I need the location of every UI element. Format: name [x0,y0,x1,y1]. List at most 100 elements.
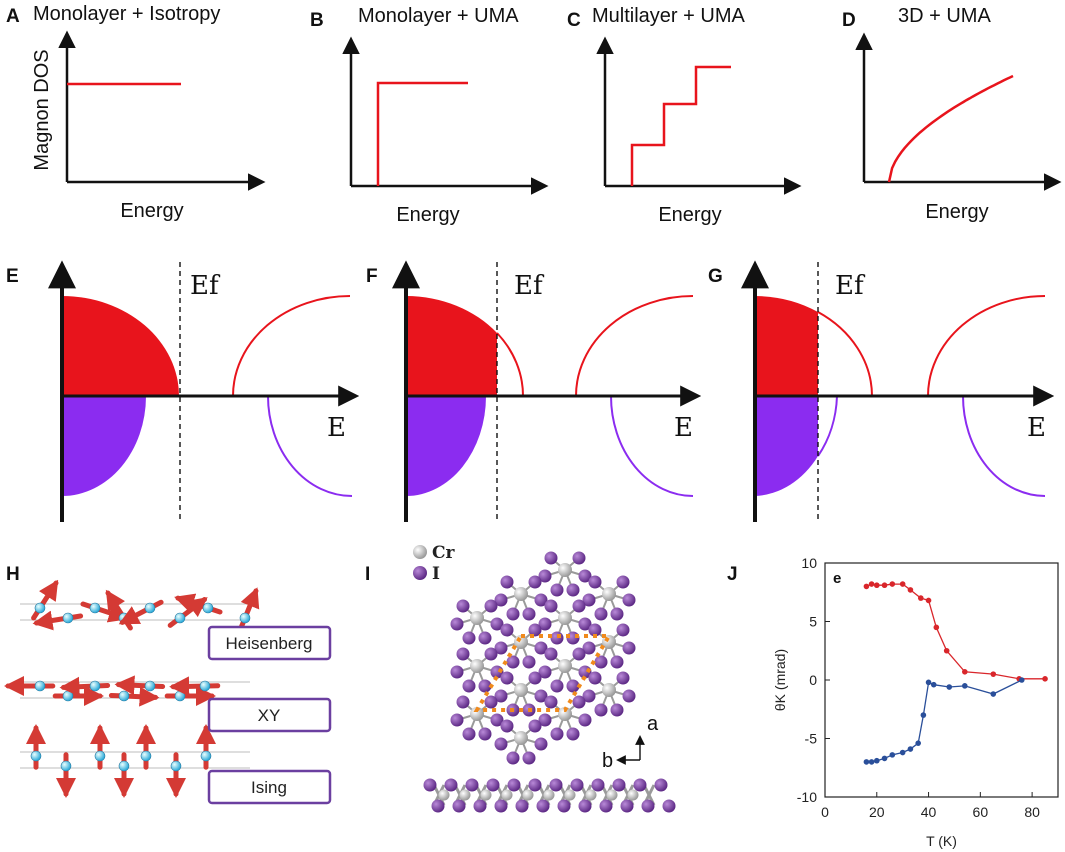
chromium-atom [558,659,572,673]
heisenberg-label: Heisenberg [226,634,313,653]
i-legend-label: I [432,564,440,584]
iodine-atom [616,575,630,589]
spin-site [30,750,42,762]
chromium-atom [470,611,484,625]
iodine-atom [662,799,676,813]
iodine-atom [522,607,536,621]
iodine-atom [522,751,536,765]
panel-letter-a: A [6,6,20,27]
iodine-atom [570,778,584,792]
iodine-atom [473,799,487,813]
data-point [907,587,914,593]
iodine-atom [544,695,558,709]
spin-site [62,612,74,624]
iodine-atom [506,607,520,621]
panel-i: I Cr I a b [365,543,676,813]
chromium-atom [564,789,576,801]
iodine-atom [538,665,552,679]
iodine-atom [534,689,548,703]
spin-arrow [118,599,164,625]
panel-f: F Ef E [366,260,702,522]
lattice-axes: a b [602,713,659,772]
iodine-atom [610,655,624,669]
panel-f-minority-band [610,395,694,497]
data-point [933,624,940,631]
panel-g: G Ef E [708,260,1055,522]
iodine-atom [494,689,508,703]
iodine-atom [572,695,586,709]
panel-f-minority-filled [406,396,486,496]
iodine-atom [544,599,558,613]
iodine-atom [484,647,498,661]
cr-legend-label: Cr [432,543,456,563]
data-point [889,752,896,758]
chromium-atom [558,611,572,625]
iodine-atom [423,778,437,792]
panel-a-title: Monolayer + Isotropy [33,3,220,25]
spin-arrow [108,686,160,707]
iodine-atom [572,551,586,565]
panel-b: B Monolayer + UMA Energy [310,5,549,226]
panel-g-majority-unfilled [817,311,873,397]
xy-box: XY [207,697,332,733]
iodine-atom [538,617,552,631]
heisenberg-box: Heisenberg [207,625,332,661]
iodine-atom [538,713,552,727]
iodine-atom [522,655,536,669]
data-point [917,595,924,601]
panel-d: D 3D + UMA Energy [842,5,1062,223]
iodine-atom [528,575,542,589]
iodine-atom [462,679,476,693]
iodine-atom [599,799,613,813]
panel-e-majority-band [232,295,351,397]
data-point [990,691,997,697]
iodine-atom [450,713,464,727]
data-point [863,583,870,590]
spin-site [118,760,130,772]
iodine-atom [578,617,592,631]
x-tick-label: 40 [921,804,937,820]
x-tick-label: 80 [1024,804,1040,820]
iodine-atom [566,727,580,741]
x-tick-label: 20 [869,804,885,820]
spin-arrow [114,675,166,696]
iodine-atom [610,607,624,621]
iodine-atom [490,617,504,631]
iodine-atom [462,727,476,741]
iodine-atom [582,593,596,607]
iodine-atom [478,679,492,693]
chromium-atom [514,731,528,745]
spin-site [118,690,130,702]
chromium-atom [480,789,492,801]
spin-lattice-row [20,724,250,798]
y-tick-label: 5 [809,614,817,630]
iodine-atom [578,799,592,813]
panel-f-majority-unfilled [496,332,525,397]
iodine-atom [528,719,542,733]
iodine-atom [578,713,592,727]
chromium-atom [438,789,450,801]
data-point [943,647,950,654]
data-point [868,581,875,587]
iodine-atom [450,617,464,631]
iodine-atom [591,778,605,792]
x-tick-label: 0 [821,804,829,820]
iodine-atom [641,799,655,813]
iodine-atom [528,671,542,685]
chromium-atom [558,707,572,721]
data-point [1018,677,1025,683]
data-point [1042,676,1048,682]
axis-a-label: a [647,713,659,735]
panel-g-axis-label: E [1027,413,1046,443]
data-point [962,683,968,689]
x-axis-label: T (K) [926,833,957,849]
axis-b-label: b [602,750,613,772]
panel-letter-c: C [567,10,581,31]
spin-models-illustration [4,579,260,798]
data-point [881,755,888,762]
panel-f-fermi-label: Ef [514,271,545,301]
panel-letter-e: E [6,266,19,287]
iodine-atom [633,778,647,792]
data-point [990,671,997,677]
data-point [881,582,888,589]
